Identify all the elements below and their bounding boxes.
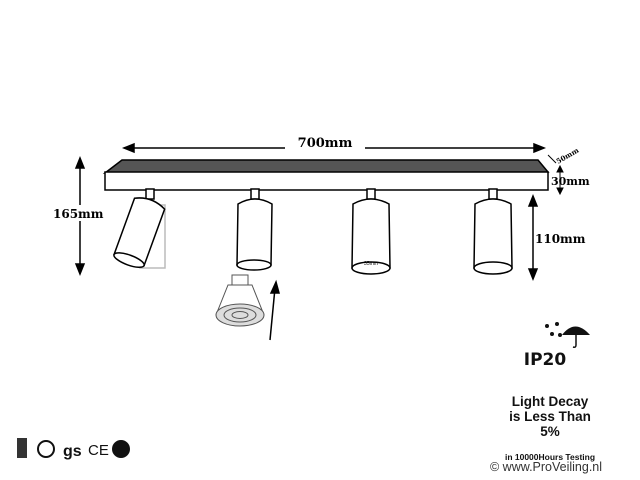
- insert-arrow-icon: [269, 279, 280, 341]
- rain-umbrella-icon: [545, 322, 590, 348]
- gu10-bulb-icon: [215, 274, 265, 327]
- rohs-icon: [37, 440, 55, 458]
- length-label: 700mm: [298, 136, 353, 151]
- bar-height-label: 30mm: [551, 175, 590, 188]
- spot-height-label: 110mm: [535, 232, 586, 246]
- total-height-label: 165mm: [53, 207, 104, 221]
- certification-icons: gs CE: [17, 438, 130, 460]
- decay-line-1: Light Decay: [511, 394, 589, 409]
- decay-line-2: is Less Than: [509, 409, 591, 424]
- spot-height-arrow: [527, 193, 539, 282]
- spotlight-4: [473, 188, 513, 275]
- watermark: © www.ProVeiling.nl: [490, 460, 603, 474]
- spotlight-3: [351, 188, 391, 275]
- depth-label: 50mm: [555, 145, 581, 165]
- gs-icon: gs: [63, 443, 82, 460]
- track-bar: [102, 159, 550, 191]
- recycle-icon: [112, 440, 130, 458]
- decay-line-3: 5%: [540, 424, 560, 439]
- spot-diameter-label: 35mm: [364, 261, 378, 267]
- ce-icon: CE: [88, 442, 109, 459]
- spotlight-tilted: [113, 188, 166, 269]
- bar-height-arrow: [556, 164, 564, 196]
- light-decay-text: Light Decay is Less Than 5%: [495, 394, 605, 439]
- ip-rating-label: IP20: [523, 350, 567, 370]
- spotlight-2: [236, 188, 273, 271]
- leaf-certification-icon: [17, 438, 27, 458]
- decay-test-note: in 10000Hours Testing: [504, 452, 596, 462]
